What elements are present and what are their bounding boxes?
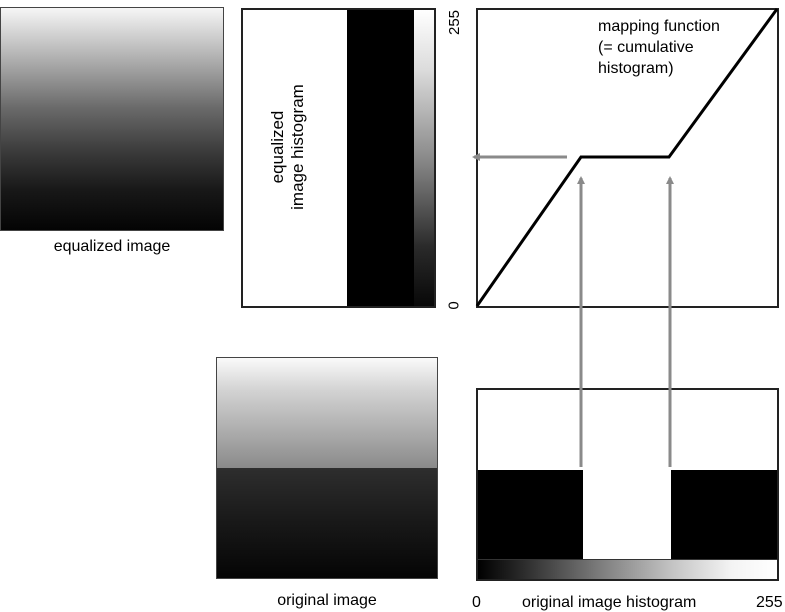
original-histogram-tick-0: 0	[472, 594, 481, 611]
equalized-histogram	[241, 8, 436, 308]
original-histogram-tick-255: 255	[756, 594, 783, 611]
equalized-image-caption: equalized image	[53, 238, 171, 255]
equalized-image	[0, 7, 224, 231]
histogram-empty-area	[243, 10, 347, 306]
histogram-bar-bright	[671, 470, 777, 559]
intensity-gradient-bar	[414, 10, 434, 306]
original-histogram-caption: original image histogram	[522, 594, 697, 611]
original-image-caption: original image	[277, 592, 377, 609]
original-image	[216, 357, 438, 579]
mapping-function-label: mapping function (= cumulative histogram…	[598, 18, 720, 77]
histogram-bar-dark	[478, 470, 583, 559]
histogram-bar	[347, 10, 414, 306]
intensity-gradient-bar	[478, 559, 777, 579]
original-histogram	[476, 388, 779, 581]
mapping-curve	[475, 8, 779, 307]
